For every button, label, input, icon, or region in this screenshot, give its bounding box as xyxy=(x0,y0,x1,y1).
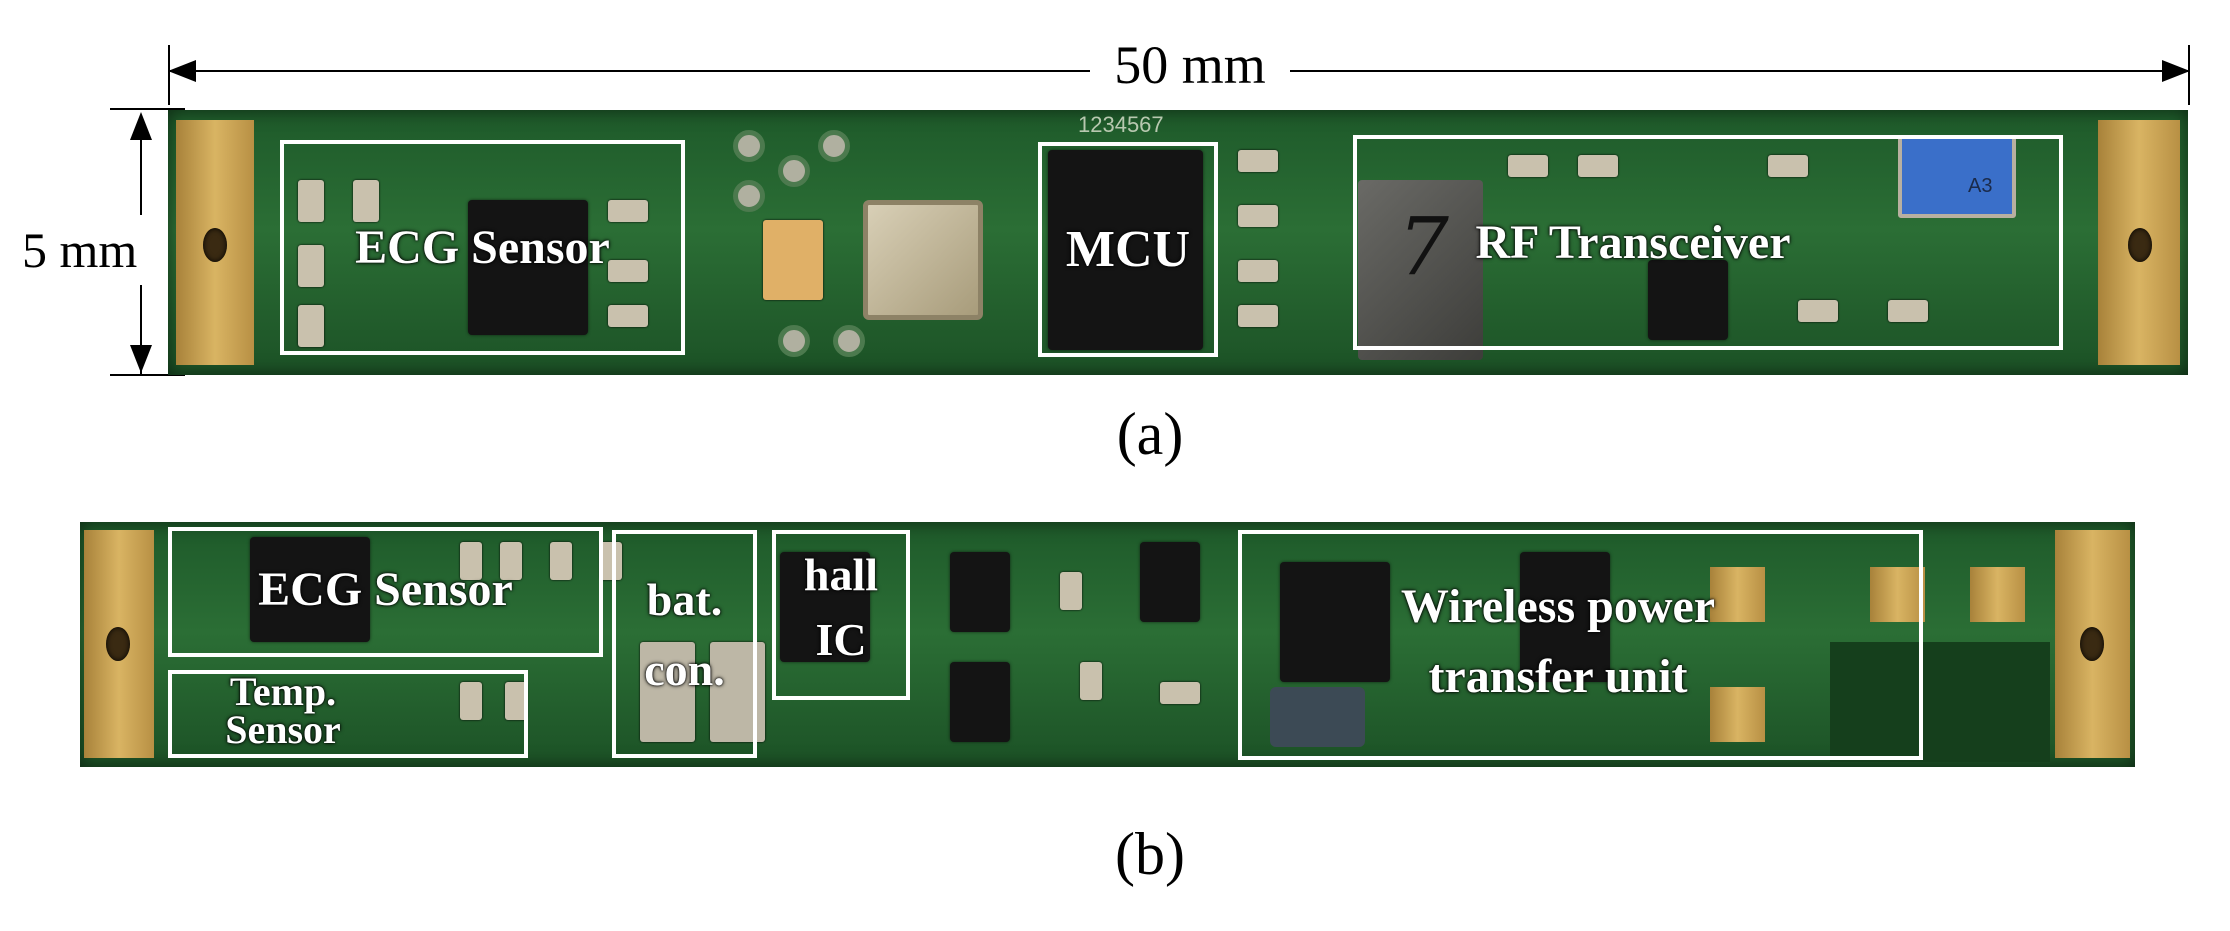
mcu-box xyxy=(1038,142,1218,357)
wireless-power-box xyxy=(1238,530,1923,760)
smd-component xyxy=(1508,155,1548,177)
ecg-chip xyxy=(468,200,588,335)
smd-component xyxy=(608,260,648,282)
silkscreen-text: 1234567 xyxy=(1078,112,1164,137)
mounting-hole-icon xyxy=(2128,228,2152,262)
hall-ic-chip xyxy=(780,552,870,662)
smd-component xyxy=(298,305,324,347)
via-icon xyxy=(733,130,765,162)
mounting-hole-icon xyxy=(203,228,227,262)
rf-shield-can xyxy=(1358,180,1483,360)
temp-sensor-label-line1: Temp. xyxy=(229,669,337,714)
smd-component xyxy=(298,245,324,287)
transistor-chip xyxy=(1140,542,1200,622)
arrow-left-icon xyxy=(168,60,196,82)
smd-component xyxy=(1160,682,1200,704)
smd-component xyxy=(460,542,482,580)
transistor-chip xyxy=(950,662,1010,742)
rf-transceiver-box xyxy=(1353,135,2063,350)
test-pad xyxy=(1710,567,1765,622)
caption-a: (a) xyxy=(1116,401,1184,467)
mcu-label: MCU xyxy=(1065,221,1191,278)
arrow-right-icon xyxy=(2162,60,2190,82)
wireless-power-label-line2: transfer unit xyxy=(1428,650,1688,703)
battery-connector-label-line2: con. xyxy=(644,644,725,695)
smd-component xyxy=(1238,205,1278,227)
ecg-sensor-box xyxy=(280,140,685,355)
smd-component xyxy=(1060,572,1082,610)
smd-component xyxy=(550,542,572,580)
mounting-hole-icon xyxy=(106,627,130,661)
smd-component xyxy=(460,682,482,720)
dimension-tick-top xyxy=(110,108,185,110)
smd-component xyxy=(353,180,379,222)
temp-sensor-box xyxy=(168,670,528,758)
smd-component xyxy=(500,542,522,580)
temp-sensor-label-line2: Sensor xyxy=(225,707,341,752)
led-component xyxy=(763,220,823,300)
via-icon xyxy=(733,180,765,212)
battery-connector-pad xyxy=(640,642,695,742)
test-pad xyxy=(1970,567,2025,622)
smd-component xyxy=(298,180,324,222)
tantalum-capacitor xyxy=(1898,135,2016,218)
transistor-chip xyxy=(950,552,1010,632)
smd-component xyxy=(505,682,527,720)
test-pad xyxy=(1870,567,1925,622)
rf-chip xyxy=(1648,260,1728,340)
smd-component xyxy=(1238,150,1278,172)
mcu-chip xyxy=(1048,150,1203,350)
power-chip xyxy=(1520,552,1610,682)
via-icon xyxy=(778,325,810,357)
ecg-sensor-label: ECG Sensor xyxy=(355,221,610,274)
handwritten-mark: 7 xyxy=(1398,200,1449,293)
inductor xyxy=(1270,687,1365,747)
battery-connector-label-line1: bat. xyxy=(646,574,723,625)
caption-b: (b) xyxy=(1115,821,1185,887)
via-icon xyxy=(833,325,865,357)
dimension-tick-bottom xyxy=(110,374,185,376)
hall-ic-label-line2: IC xyxy=(815,614,867,665)
smd-component xyxy=(1768,155,1808,177)
pcb-board-a: 1234567 7 A3 ECG Sensor MCU RF Transceiv… xyxy=(168,110,2188,375)
ecg-sensor-label: ECG Sensor xyxy=(258,563,513,616)
length-dimension-label: 50 mm xyxy=(1090,30,1290,100)
via-icon xyxy=(778,155,810,187)
battery-connector-box xyxy=(612,530,757,758)
smd-component xyxy=(1238,260,1278,282)
ecg-sensor-box xyxy=(168,527,603,657)
smd-component xyxy=(1888,300,1928,322)
smd-component xyxy=(600,542,622,580)
mounting-hole-icon xyxy=(2080,627,2104,661)
test-pad xyxy=(1710,687,1765,742)
hall-ic-box xyxy=(772,530,910,700)
arrow-down-icon xyxy=(130,345,152,373)
wireless-power-label-line1: Wireless power xyxy=(1400,580,1716,633)
arrow-up-icon xyxy=(130,112,152,140)
pcb-board-b: ECG Sensor Temp. Sensor bat. con. hall I… xyxy=(80,522,2135,767)
crystal-oscillator xyxy=(863,200,983,320)
smd-component xyxy=(608,305,648,327)
ground-plane xyxy=(1830,642,2050,762)
capacitor-marking: A3 xyxy=(1968,175,1993,197)
via-icon xyxy=(818,130,850,162)
width-dimension-label: 5 mm xyxy=(22,215,162,285)
smd-component xyxy=(1080,662,1102,700)
power-chip xyxy=(1280,562,1390,682)
hall-ic-label-line1: hall xyxy=(803,549,879,600)
rf-transceiver-label: RF Transceiver xyxy=(1475,216,1791,269)
smd-component xyxy=(608,200,648,222)
smd-component xyxy=(1798,300,1838,322)
smd-component xyxy=(1238,305,1278,327)
smd-component xyxy=(1578,155,1618,177)
ecg-chip xyxy=(250,537,370,642)
